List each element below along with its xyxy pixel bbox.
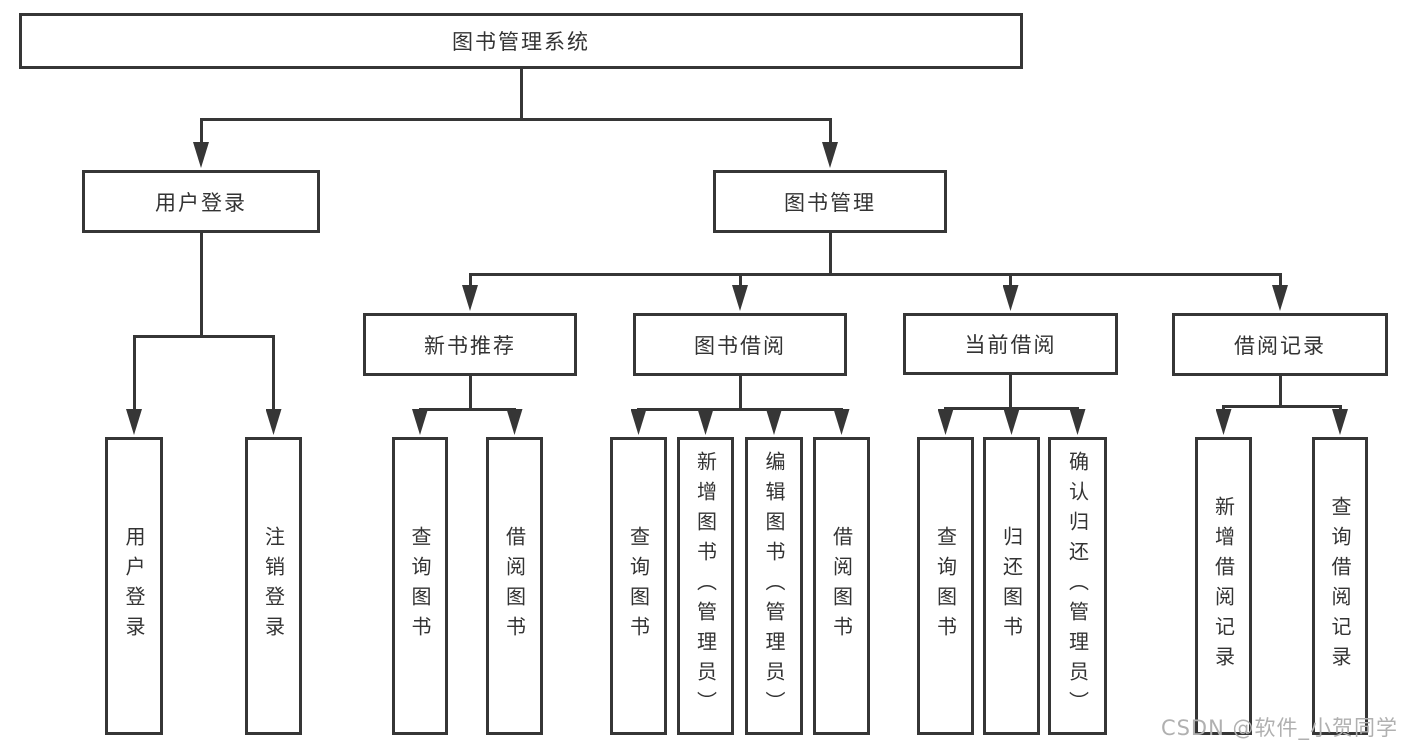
node-label: 查询图书 — [408, 526, 432, 646]
node-cur-confirm: 确认归还（管理员） — [1048, 437, 1107, 735]
arrow-down-icon — [1332, 409, 1348, 435]
node-label: 确认归还（管理员） — [1065, 451, 1090, 721]
arrow-down-icon — [412, 409, 428, 435]
node-label: 编辑图书（管理员） — [762, 451, 786, 721]
connector-line — [1222, 405, 1225, 411]
node-label: 借阅记录 — [1234, 333, 1326, 358]
connector-line — [132, 335, 136, 411]
node-book-borrow: 图书借阅 — [633, 313, 847, 376]
node-borrow-records: 借阅记录 — [1172, 313, 1388, 376]
arrow-down-icon — [126, 409, 142, 435]
connector-line — [468, 273, 472, 287]
node-label: 借阅图书 — [502, 526, 527, 646]
connector-line — [1278, 273, 1282, 287]
node-label: 新书推荐 — [424, 333, 516, 358]
node-rec-query-record: 查询借阅记录 — [1312, 437, 1368, 735]
connector-line — [1338, 405, 1342, 411]
connector-line — [199, 118, 203, 144]
arrow-down-icon — [732, 285, 748, 311]
connector-line — [272, 335, 275, 411]
connector-line — [519, 69, 523, 121]
node-label: 用户登录 — [155, 190, 247, 215]
connector-line — [1009, 375, 1012, 410]
connector-line — [1222, 405, 1342, 408]
node-label: 新增图书（管理员） — [693, 451, 718, 721]
connector-line — [738, 273, 742, 287]
node-rec-add-record: 新增借阅记录 — [1195, 437, 1252, 735]
connector-line — [199, 233, 203, 338]
arrow-down-icon — [265, 409, 282, 435]
connector-line — [1009, 273, 1012, 287]
arrow-down-icon — [630, 409, 647, 435]
connector-line — [1278, 376, 1282, 408]
connector-line — [468, 376, 472, 411]
node-label: 查询图书 — [933, 526, 958, 646]
connector-line — [828, 118, 832, 144]
arrow-down-icon — [193, 142, 209, 168]
arrow-down-icon — [1003, 409, 1020, 435]
node-rec-borrow: 借阅图书 — [486, 437, 543, 735]
node-label: 图书管理 — [784, 190, 876, 215]
node-book-mgmt: 图书管理 — [713, 170, 947, 233]
node-label: 用户登录 — [122, 526, 146, 646]
connector-line — [738, 376, 742, 411]
watermark: CSDN @软件_小贺同学 — [1160, 716, 1398, 740]
node-bor-search: 查询图书 — [610, 437, 667, 735]
connector-line — [828, 233, 832, 276]
arrow-down-icon — [697, 409, 714, 435]
node-bor-borrow: 借阅图书 — [813, 437, 870, 735]
node-label: 注销登录 — [261, 526, 286, 646]
node-root: 图书管理系统 — [19, 13, 1023, 69]
node-bor-edit: 编辑图书（管理员） — [745, 437, 803, 735]
node-label: 借阅图书 — [829, 526, 854, 646]
node-user-login: 用户登录 — [82, 170, 320, 233]
node-label: 新增借阅记录 — [1211, 496, 1236, 676]
node-new-book-rec: 新书推荐 — [363, 313, 577, 376]
arrow-down-icon — [937, 409, 954, 435]
arrow-down-icon — [462, 285, 478, 311]
node-cur-return: 归还图书 — [983, 437, 1040, 735]
arrow-down-icon — [1215, 409, 1232, 435]
node-label: 图书借阅 — [694, 333, 786, 358]
arrow-down-icon — [766, 409, 782, 435]
connector-line — [468, 273, 1282, 276]
arrow-down-icon — [1002, 285, 1019, 311]
connector-line — [637, 408, 843, 411]
arrow-down-icon — [822, 142, 838, 168]
node-label: 查询图书 — [626, 526, 651, 646]
node-label: 归还图书 — [999, 526, 1024, 646]
node-label: 查询借阅记录 — [1328, 496, 1352, 676]
node-rec-search: 查询图书 — [392, 437, 448, 735]
node-login: 用户登录 — [105, 437, 163, 735]
node-cur-search: 查询图书 — [917, 437, 974, 735]
node-logout: 注销登录 — [245, 437, 302, 735]
arrow-down-icon — [833, 409, 850, 435]
node-bor-add: 新增图书（管理员） — [677, 437, 734, 735]
node-label: 当前借阅 — [964, 333, 1057, 357]
connector-line — [199, 118, 832, 121]
node-label: 图书管理系统 — [452, 30, 590, 54]
connector-line — [418, 408, 516, 411]
node-current-borrow: 当前借阅 — [903, 313, 1118, 375]
arrow-down-icon — [1069, 409, 1086, 435]
arrow-down-icon — [1272, 285, 1288, 311]
connector-line — [132, 335, 275, 338]
arrow-down-icon — [506, 409, 523, 435]
